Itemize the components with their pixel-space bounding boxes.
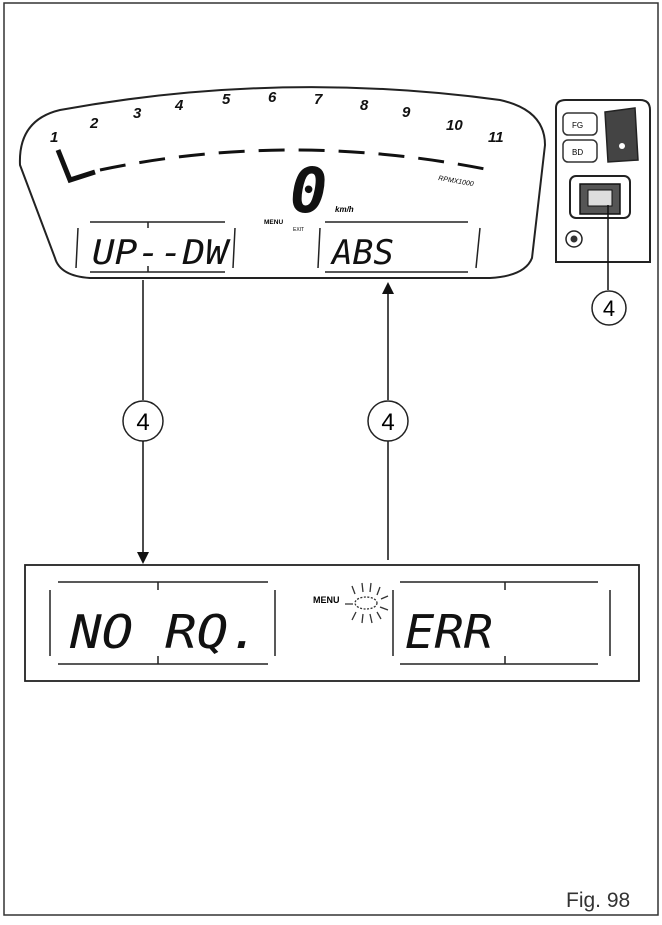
rpm-scale-number: 4 xyxy=(174,97,184,114)
toggle-switch-surround xyxy=(569,175,631,219)
lower-left-display-frame xyxy=(49,581,276,665)
flow-arrows: 4 4 xyxy=(122,280,409,564)
left-arrow-head xyxy=(137,552,149,564)
switch-callout-number: 4 xyxy=(603,296,615,321)
right-callout-circle xyxy=(367,400,409,442)
horn-switch-dot xyxy=(619,143,625,149)
dashboard-bezel xyxy=(18,86,547,279)
lower-display-border xyxy=(24,564,640,682)
rpm-scale-number: 2 xyxy=(89,115,99,132)
bottom-button-label: BD xyxy=(572,148,583,157)
top-button-label: FG xyxy=(572,121,583,130)
engine-stop-dot xyxy=(570,235,578,243)
lower-right-display-frame xyxy=(392,581,611,665)
switch-callout-circle xyxy=(591,290,627,326)
left-callout-number: 4 xyxy=(136,409,149,436)
rpm-needle xyxy=(55,149,96,184)
lower-display-panel: NO RQ. MENU ERR xyxy=(24,564,640,682)
figure-label: Fig. 98 xyxy=(566,889,630,912)
engine-stop-button[interactable] xyxy=(565,230,583,248)
rpm-scale-number: 6 xyxy=(268,89,277,106)
lower-left-display-text: NO RQ. xyxy=(69,605,260,659)
switch-housing xyxy=(555,99,651,263)
top-button[interactable] xyxy=(562,112,598,136)
lower-right-display-text: ERR xyxy=(405,605,493,659)
speed-unit: km/h xyxy=(335,205,354,214)
rpm-scale-number: 10 xyxy=(446,117,463,134)
bottom-button[interactable] xyxy=(562,139,598,163)
handlebar-switch-panel: FG BD 4 xyxy=(555,99,651,326)
right-display-text: ABS xyxy=(330,233,394,273)
speed-readout: 0 xyxy=(290,154,327,227)
left-display-frame xyxy=(75,221,236,273)
rpm-scale-number: 9 xyxy=(402,104,411,121)
rpm-scale-number: 11 xyxy=(488,129,504,146)
horn-switch[interactable] xyxy=(604,107,639,163)
blinking-indicator-icon xyxy=(345,582,389,624)
rpm-scale-number: 8 xyxy=(360,97,369,114)
toggle-switch-face xyxy=(587,189,613,207)
rpm-unit-label: RPMX1000 xyxy=(438,175,475,188)
rpm-scale-number: 3 xyxy=(133,105,142,122)
right-display-frame xyxy=(317,221,481,273)
figure-frame xyxy=(3,2,659,916)
rpm-scale-number: 1 xyxy=(50,129,58,146)
right-callout-number: 4 xyxy=(381,409,394,436)
left-display-text: UP--DW xyxy=(92,233,231,273)
rpm-scale-number: 7 xyxy=(314,91,323,108)
menu-label: MENU xyxy=(264,219,283,226)
right-arrow-head xyxy=(382,282,394,294)
rpm-scale-number: 5 xyxy=(222,91,231,108)
lower-menu-label: MENU xyxy=(313,595,340,605)
rpm-bar-arc xyxy=(99,148,491,172)
rpm-scale: 1 2 3 4 5 6 7 8 9 10 11 xyxy=(50,89,504,146)
exit-label: EXIT xyxy=(293,227,304,233)
